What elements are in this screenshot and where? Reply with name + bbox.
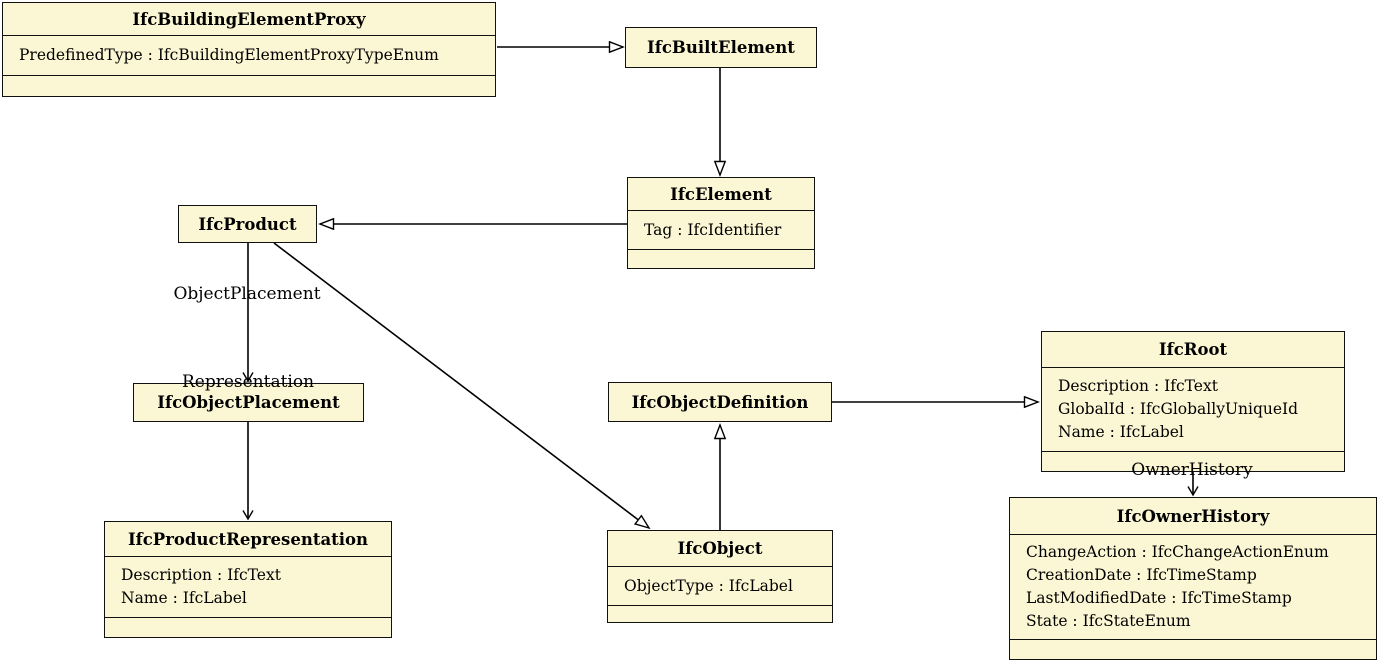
class-attribute: Name : IfcLabel [121, 589, 247, 607]
class-ifcproduct: IfcProduct [178, 205, 317, 243]
class-attribute: CreationDate : IfcTimeStamp [1026, 566, 1257, 584]
class-empty-compartment [608, 606, 832, 622]
class-ifcelement: IfcElement Tag : IfcIdentifier [627, 177, 815, 269]
class-ifcroot: IfcRoot Description : IfcText GlobalId :… [1041, 331, 1345, 472]
class-attributes: PredefinedType : IfcBuildingElementProxy… [3, 36, 495, 76]
class-title: IfcBuiltElement [647, 38, 795, 57]
class-attribute: GlobalId : IfcGloballyUniqueId [1058, 400, 1299, 418]
class-title: IfcBuildingElementProxy [3, 3, 495, 36]
edge-label-objectplacement: ObjectPlacement [173, 284, 321, 304]
class-title: IfcObject [608, 531, 832, 567]
class-title: IfcObjectPlacement [157, 393, 340, 412]
class-attribute: PredefinedType : IfcBuildingElementProxy… [19, 46, 439, 64]
edge-label-representation: Representation [181, 372, 315, 392]
class-attribute: ObjectType : IfcLabel [624, 576, 793, 595]
class-title: IfcObjectDefinition [631, 392, 809, 412]
class-title: IfcElement [628, 178, 814, 211]
class-empty-compartment [628, 250, 814, 268]
edge-label-ownerhistory: OwnerHistory [1131, 460, 1253, 480]
class-attribute: Name : IfcLabel [1058, 423, 1184, 441]
class-title: IfcRoot [1042, 332, 1344, 368]
class-attribute: Description : IfcText [121, 566, 281, 584]
class-attribute: Tag : IfcIdentifier [644, 220, 782, 239]
class-empty-compartment [105, 618, 391, 637]
class-empty-compartment [1010, 640, 1376, 659]
class-empty-compartment [3, 76, 495, 96]
class-title: IfcProductRepresentation [105, 522, 391, 557]
class-title: IfcProduct [198, 214, 297, 234]
class-attributes: ChangeAction : IfcChangeActionEnum Creat… [1010, 535, 1376, 640]
edge-generalization-product-to-object [273, 242, 649, 528]
class-attribute: ChangeAction : IfcChangeActionEnum [1026, 543, 1329, 561]
class-attribute: Description : IfcText [1058, 377, 1218, 395]
class-ifcownerhistory: IfcOwnerHistory ChangeAction : IfcChange… [1009, 497, 1377, 660]
class-ifcbuiltelement: IfcBuiltElement [625, 27, 817, 68]
class-title: IfcOwnerHistory [1010, 498, 1376, 535]
class-ifcobjectplacement: IfcObjectPlacement [133, 383, 364, 422]
class-attribute: State : IfcStateEnum [1026, 612, 1191, 630]
class-ifcobject: IfcObject ObjectType : IfcLabel [607, 530, 833, 623]
class-ifcobjectdefinition: IfcObjectDefinition [608, 382, 832, 422]
class-attributes: Description : IfcText GlobalId : IfcGlob… [1042, 368, 1344, 452]
class-attribute: LastModifiedDate : IfcTimeStamp [1026, 589, 1292, 607]
class-attributes: Description : IfcText Name : IfcLabel [105, 557, 391, 618]
class-ifcproductrepresentation: IfcProductRepresentation Description : I… [104, 521, 392, 638]
class-ifcbuildingelementproxy: IfcBuildingElementProxy PredefinedType :… [2, 2, 496, 97]
class-attributes: Tag : IfcIdentifier [628, 211, 814, 250]
class-attributes: ObjectType : IfcLabel [608, 567, 832, 606]
